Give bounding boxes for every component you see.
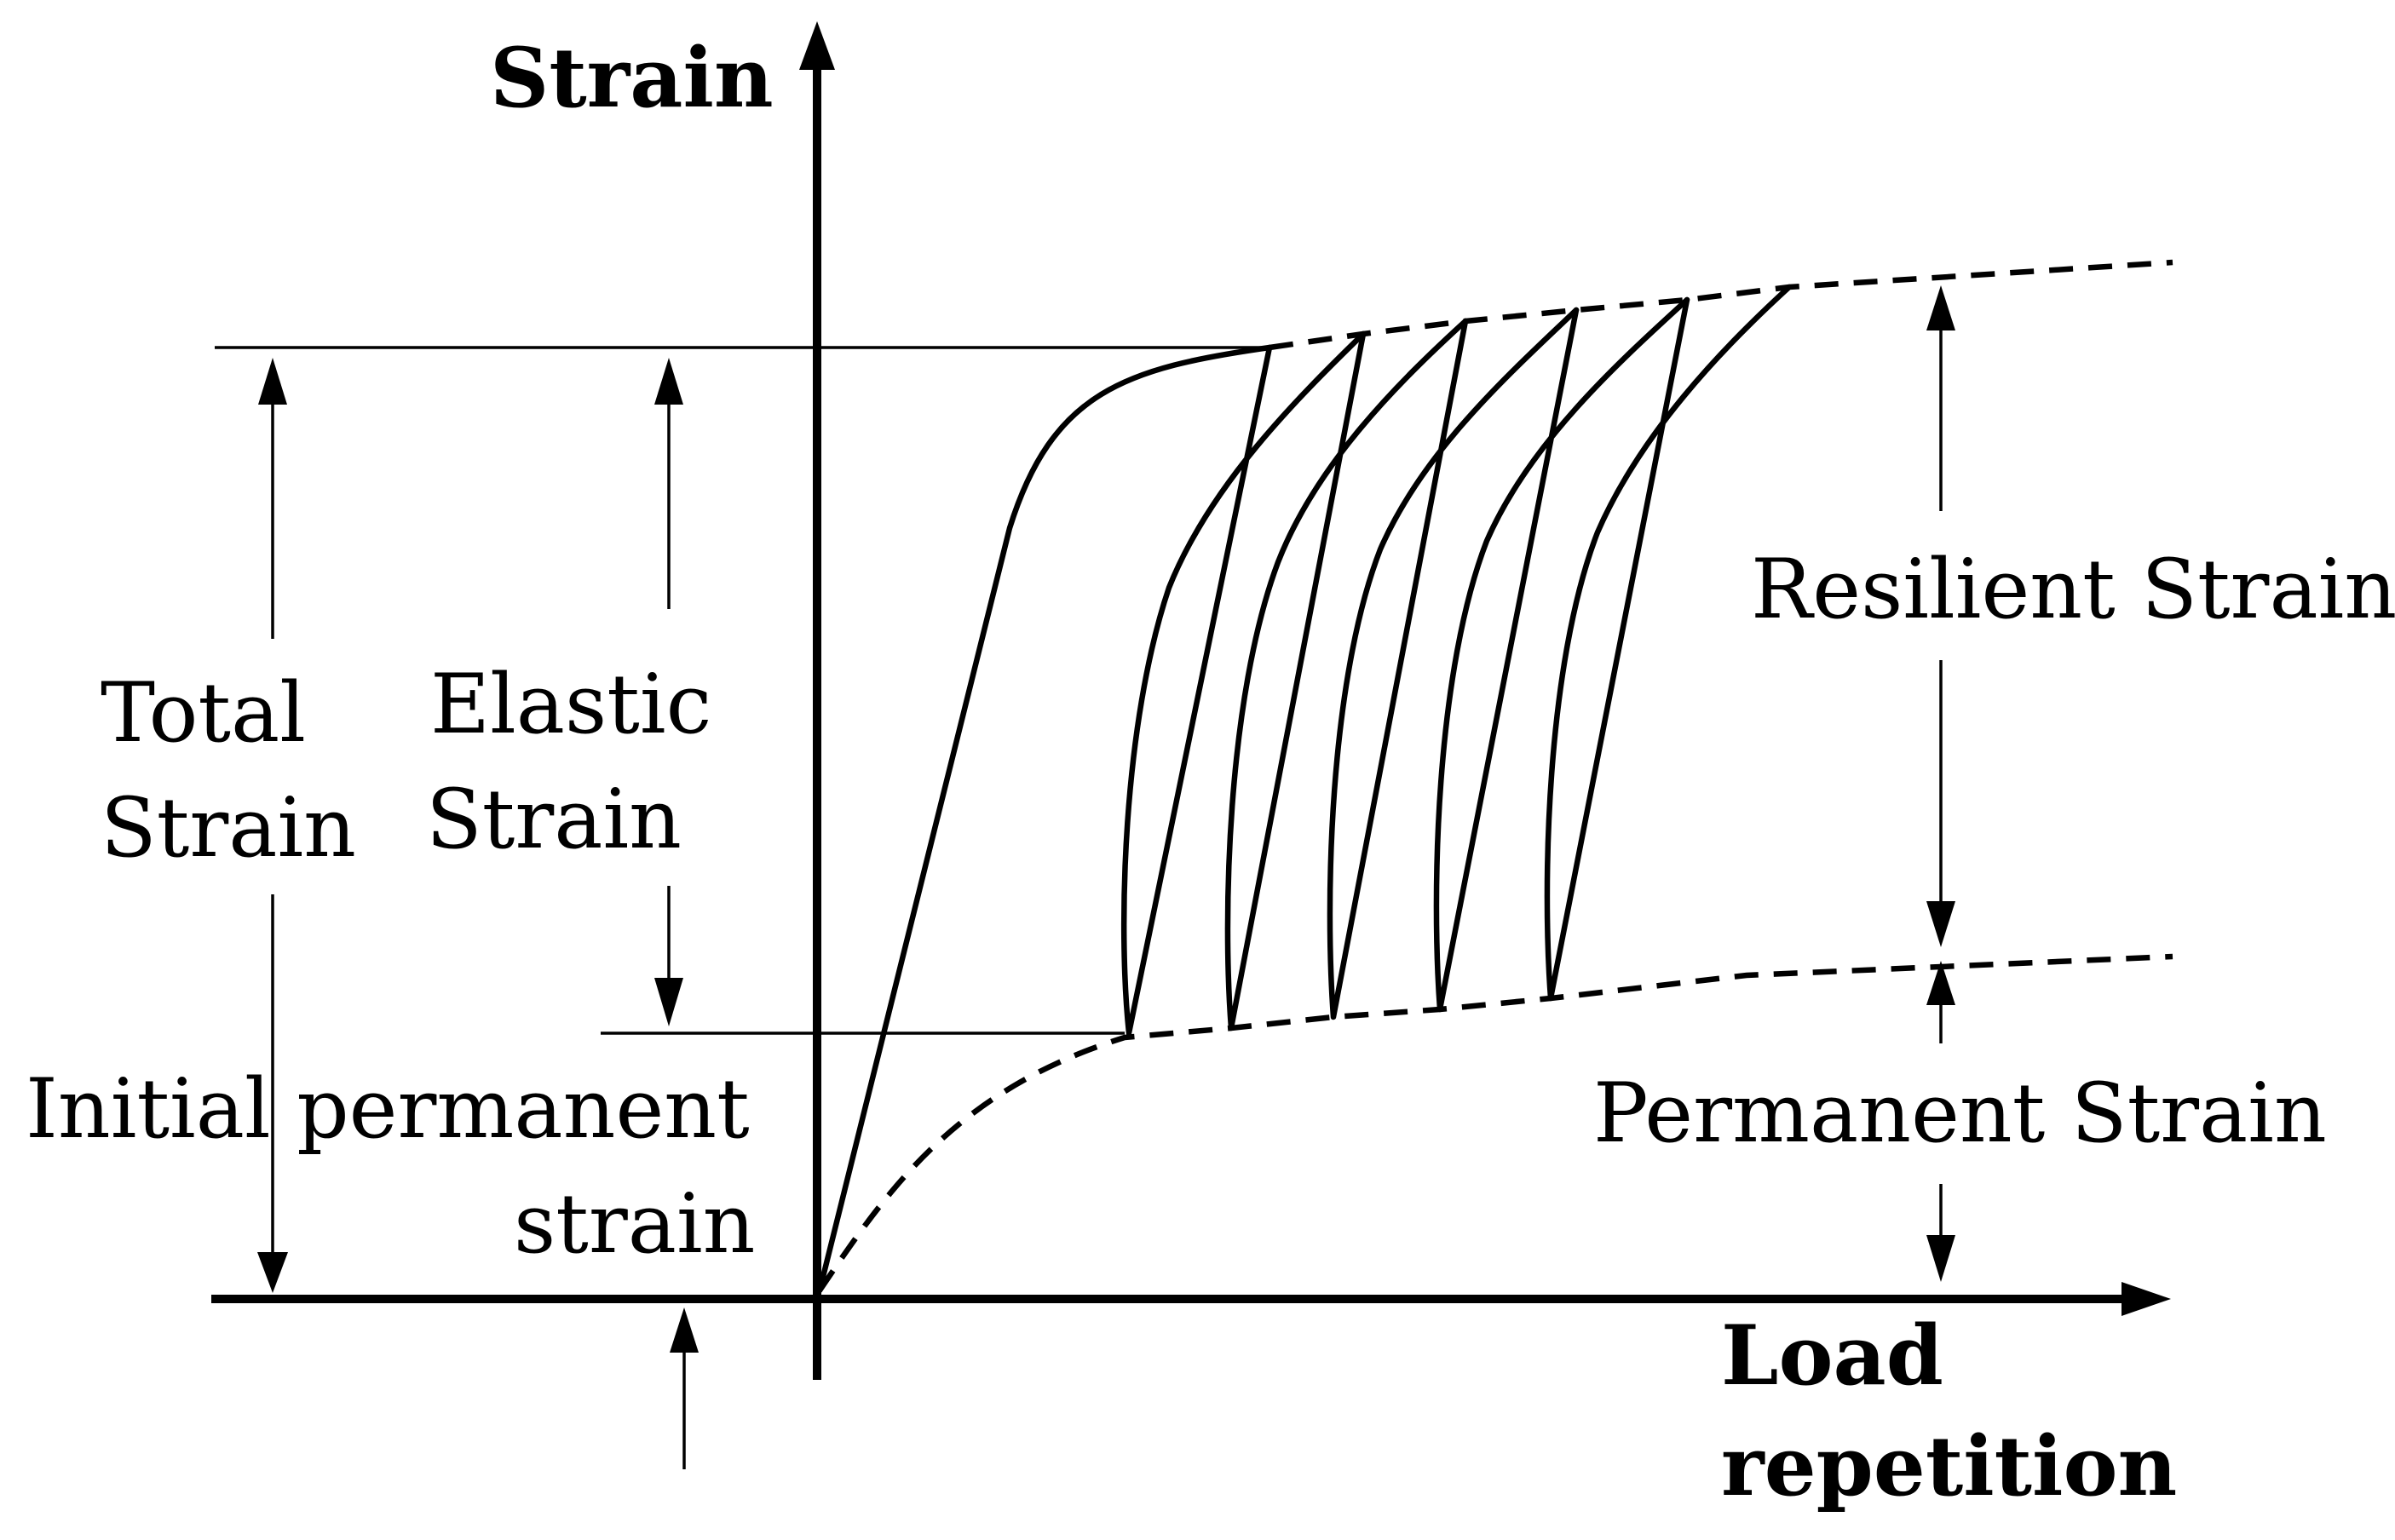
initial-loading-curve [816, 344, 1273, 1294]
initial-strain-arrowhead-up [670, 1307, 699, 1353]
permanent-strain-arrowhead-down [1926, 1235, 1955, 1282]
load-cycle-3 [1327, 307, 1580, 1020]
elastic-strain-label-line1: Elastic [430, 657, 711, 752]
initial-permanent-strain-label-line1: Initial permanent [26, 1061, 750, 1157]
y-axis-arrowhead [799, 21, 835, 70]
total-strain-arrowhead-down [257, 1252, 288, 1293]
elastic-strain-arrowhead-down [654, 978, 683, 1026]
permanent-strain-arrowhead-up [1926, 961, 1955, 1005]
elastic-strain-arrowhead-up [654, 358, 683, 405]
total-strain-arrowhead-up [258, 358, 287, 405]
total-strain-label-line1: Total [101, 665, 306, 761]
x-axis-label-line1: Load [1721, 1307, 1943, 1404]
initial-permanent-strain-label-line2: strain [514, 1176, 756, 1272]
y-axis-label: Strain [490, 30, 774, 126]
elastic-strain-label-line2: Strain [426, 772, 682, 867]
load-cycle-2 [1224, 318, 1469, 1031]
load-cycle-1 [1120, 330, 1367, 1037]
resilient-strain-arrowhead-down [1926, 901, 1955, 947]
resilient-strain-label: Resilient Strain [1751, 542, 2395, 637]
x-axis-arrowhead [2122, 1282, 2171, 1316]
load-cycle-4 [1433, 296, 1690, 1013]
x-axis-label-line2: repetition [1721, 1418, 2177, 1514]
permanent-strain-label: Permanent Strain [1593, 1066, 2327, 1161]
total-strain-envelope [1269, 259, 2173, 351]
load-cycle-5 [1544, 284, 1793, 1002]
total-strain-label-line2: Strain [101, 780, 356, 876]
resilient-strain-arrowhead-up [1926, 285, 1955, 330]
